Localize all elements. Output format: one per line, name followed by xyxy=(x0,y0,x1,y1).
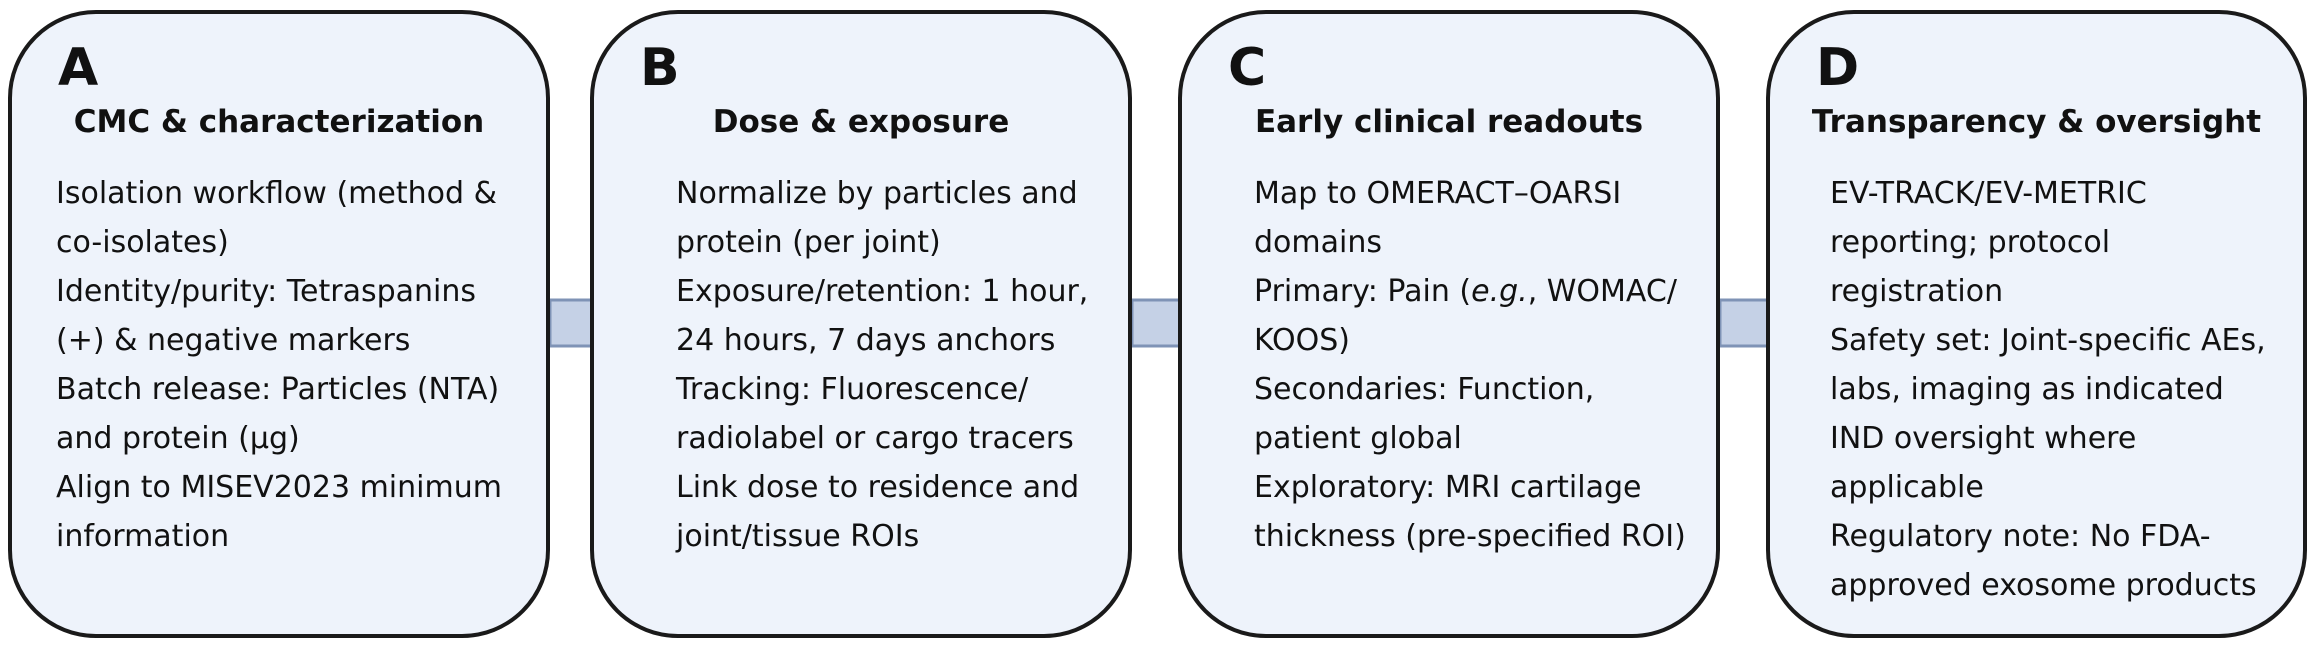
list-item: Exploratory: MRI cartilage thickness (pr… xyxy=(1254,470,1686,554)
list-item: Map to OMERACT–OARSI domains xyxy=(1254,176,1622,260)
list-item: Normalize by particles and protein (per … xyxy=(676,176,1078,260)
panel-b: B Dose & exposure Normalize by particles… xyxy=(590,10,1132,638)
list-item: Secondaries: Function, patient global xyxy=(1254,372,1595,456)
list-item: Safety set: Joint-specific AEs, labs, im… xyxy=(1830,323,2266,407)
panel-a: A CMC & characterization Isolation workf… xyxy=(8,10,550,638)
panel-c: C Early clinical readouts Map to OMERACT… xyxy=(1178,10,1720,638)
list-item: Identity/purity: Tetraspanins (+) & nega… xyxy=(56,274,476,358)
panel-title: Dose & exposure xyxy=(712,104,1010,140)
list-item: Align to MISEV2023 minimum information xyxy=(56,470,502,554)
list-item: Batch release: Particles (NTA) and prote… xyxy=(56,372,500,456)
list-item: IND oversight where applicable xyxy=(1830,421,2137,505)
panel-letter: B xyxy=(640,38,680,98)
panel-title: Transparency & oversight xyxy=(1811,104,2262,140)
panel-list: Normalize by particles and protein (per … xyxy=(676,169,1114,561)
panel-list: Map to OMERACT–OARSI domains Primary: Pa… xyxy=(1254,169,1702,561)
panel-title: Early clinical readouts xyxy=(1254,104,1644,140)
list-item: Regulatory note: No FDA- approved exosom… xyxy=(1830,519,2257,603)
panel-letter: C xyxy=(1228,38,1267,98)
list-item: EV-TRACK/EV-METRIC reporting; protocol r… xyxy=(1830,176,2147,309)
panel-title: CMC & characterization xyxy=(73,104,485,140)
list-item: Link dose to residence and joint/tissue … xyxy=(676,470,1080,554)
list-item: Exposure/retention: 1 hour, 24 hours, 7 … xyxy=(676,274,1089,358)
panel-letter: A xyxy=(58,38,99,98)
panel-d: D Transparency & oversight EV-TRACK/EV-M… xyxy=(1766,10,2307,638)
panel-list: Isolation workflow (method & co-isolates… xyxy=(56,169,532,561)
list-item: Tracking: Fluorescence/ radiolabel or ca… xyxy=(676,372,1074,456)
list-item: Primary: Pain (e.g., WOMAC/ KOOS) xyxy=(1254,274,1677,358)
panel-list: EV-TRACK/EV-METRIC reporting; protocol r… xyxy=(1830,169,2289,610)
list-item: Isolation workflow (method & co-isolates… xyxy=(56,176,497,260)
panel-letter: D xyxy=(1816,38,1860,98)
